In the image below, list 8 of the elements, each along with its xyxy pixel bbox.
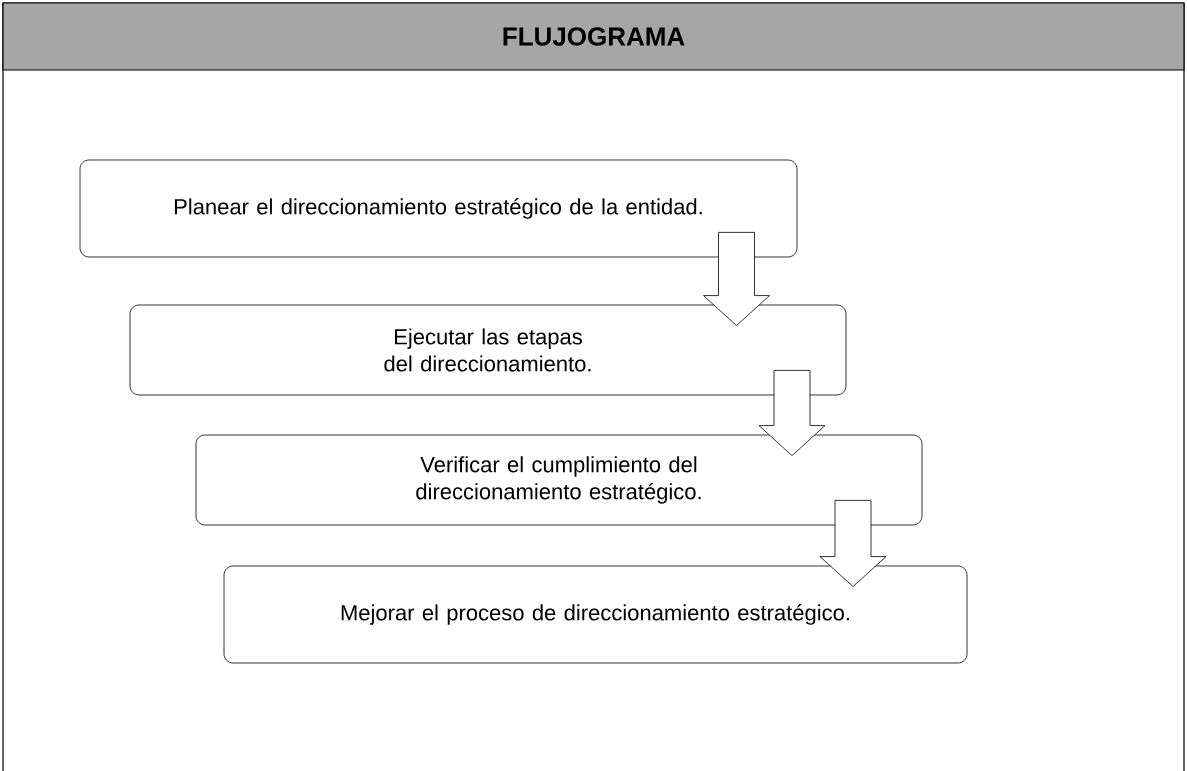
process-box: Planear el direccionamiento estratégico de la entidad. xyxy=(79,159,798,258)
process-box: Mejorar el proceso de direccionamiento estratégico. xyxy=(223,565,968,664)
process-box: Verificar el cumplimiento del direccionamiento estratégico. xyxy=(195,434,923,526)
block-arrow xyxy=(758,370,826,456)
process-box: Ejecutar las etapas del direccionamiento. xyxy=(129,304,847,396)
title-band: FLUJOGRAMA xyxy=(2,2,1185,71)
block-arrow xyxy=(703,232,770,326)
block-arrow xyxy=(819,500,887,587)
